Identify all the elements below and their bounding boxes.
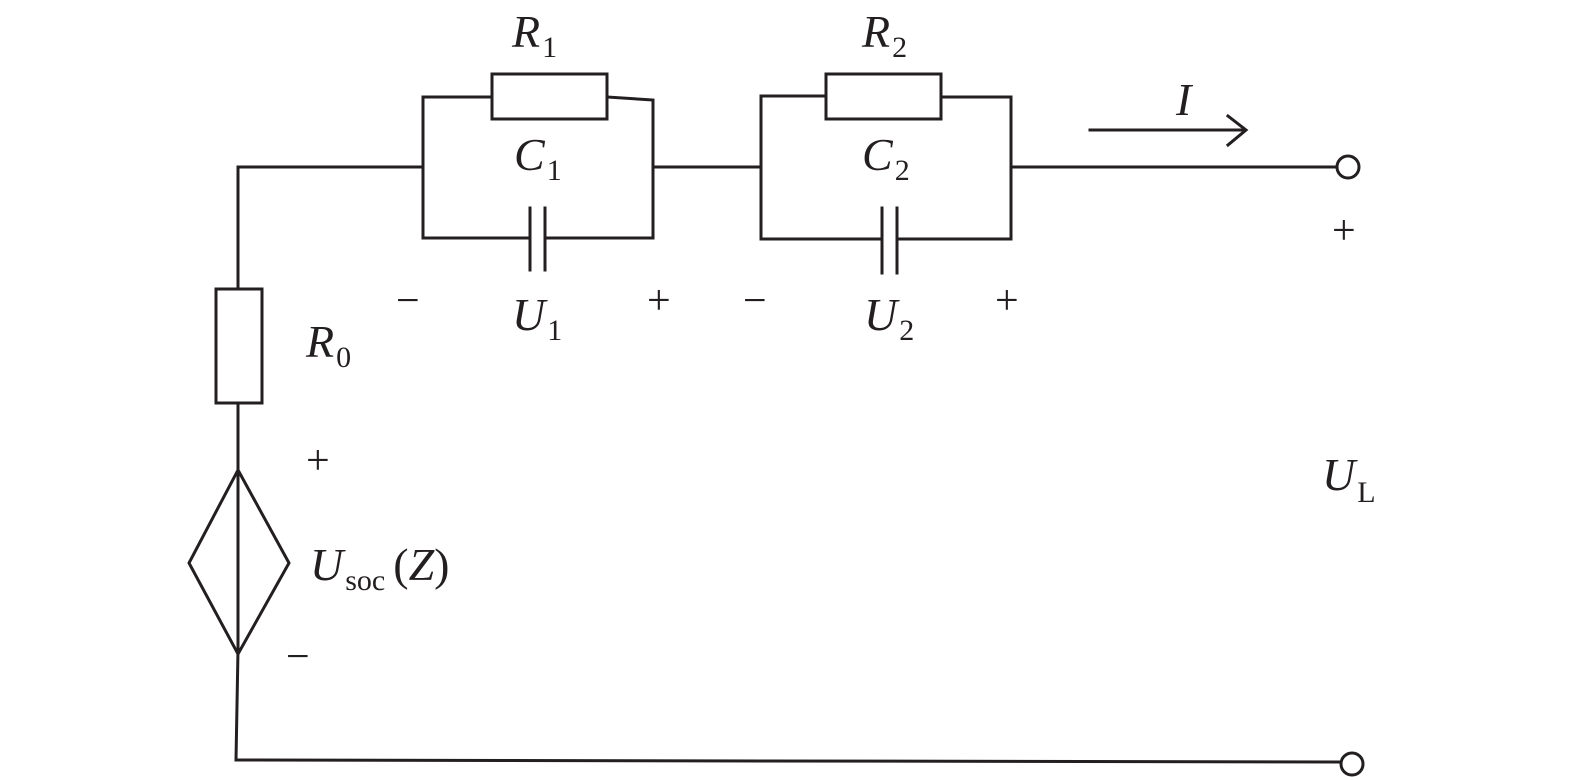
rc1-bottom-left [421, 165, 532, 240]
rc1-top-left [421, 95, 494, 169]
rc1-top-right [605, 95, 655, 169]
rc2-bottom-left [759, 165, 884, 241]
label-r1: R1 [511, 6, 557, 64]
wire-left-top [236, 165, 425, 291]
sign-u1-minus: − [396, 278, 420, 324]
terminal-positive [1335, 154, 1361, 180]
rc1-bottom-right [543, 165, 655, 240]
sign-u1-plus: + [647, 278, 671, 324]
dependent-voltage-source [187, 466, 291, 658]
resistor-r1 [490, 72, 609, 121]
label-c1: C1 [514, 129, 562, 187]
resistor-r2 [824, 72, 943, 121]
resistor-r0 [214, 287, 264, 405]
sign-source-minus: − [286, 634, 310, 680]
label-r0: R0 [305, 316, 351, 374]
label-u2: U2 [864, 289, 914, 347]
sign-ul-plus: + [1332, 208, 1356, 254]
terminal-negative [1339, 751, 1365, 777]
sign-source-plus: + [306, 438, 330, 484]
label-current-i: I [1175, 74, 1194, 125]
label-ul: UL [1322, 449, 1376, 509]
rc2-top-right [939, 95, 1013, 169]
rc2-top-left [759, 94, 828, 169]
rc2-bottom-right [895, 165, 1013, 241]
label-r2: R2 [861, 6, 907, 64]
sign-u2-minus: − [743, 278, 767, 324]
circuit-wires [234, 94, 1342, 764]
capacitor-c1 [528, 206, 547, 272]
capacitor-c2 [880, 206, 899, 275]
label-u1: U1 [512, 289, 562, 347]
label-usoc: Usoc(Z) [310, 539, 449, 597]
wire-bottom [234, 648, 1342, 764]
current-arrow [1088, 113, 1249, 148]
sign-u2-plus: + [995, 278, 1019, 324]
label-c2: C2 [862, 129, 910, 187]
